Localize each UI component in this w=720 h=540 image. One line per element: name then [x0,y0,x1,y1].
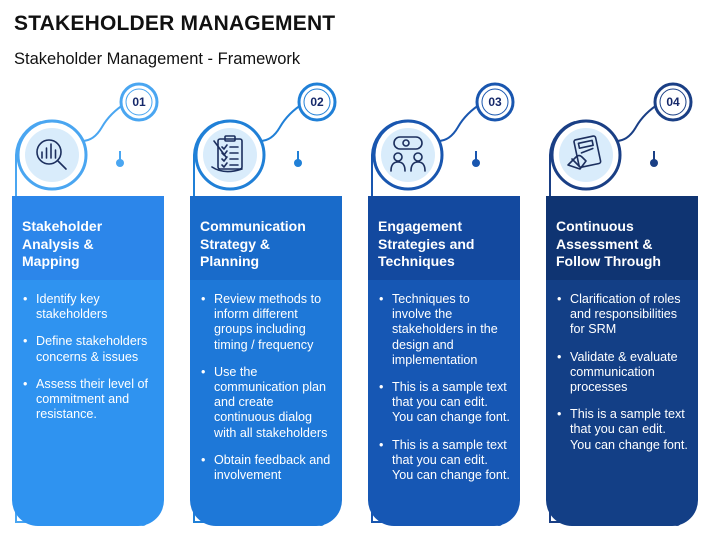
badge-inner-ring [659,88,687,116]
checklist-pen-icon [211,135,243,173]
icon-disc [381,128,435,182]
step-number: 01 [132,95,146,109]
connector-line [615,101,662,142]
icon-disc [25,128,79,182]
page-title: STAKEHOLDER MANAGEMENT [14,12,336,35]
badge-inner-ring [125,88,153,116]
framework-card: Communication Strategy & PlanningReview … [190,196,342,526]
page-subtitle: Stakeholder Management - Framework [14,50,301,68]
card-header: Stakeholder Analysis & Mapping [12,196,164,280]
icon-disc [203,128,257,182]
framework-card: Stakeholder Analysis & MappingIdentify k… [12,196,164,526]
icon-disc [559,128,613,182]
bullet-item: Obtain feedback and involvement [190,453,342,483]
bullet-item: This is a sample text that you can edit.… [368,380,520,426]
bullet-item: Validate & evaluate communication proces… [546,350,698,396]
framework-card: Engagement Strategies and TechniquesTech… [368,196,520,526]
bullet-item: Use the communication plan and create co… [190,365,342,441]
bullet-item: This is a sample text that you can edit.… [546,407,698,453]
bullet-item: This is a sample text that you can edit.… [368,438,520,484]
step-number: 04 [666,95,680,109]
card-header: Engagement Strategies and Techniques [368,196,520,280]
card-header: Continuous Assessment & Follow Through [546,196,698,280]
connector-line [259,101,306,142]
connector-line [437,101,484,142]
hand-document-icon [567,135,602,170]
card-bullet-list: Clarification of roles and responsibilit… [546,280,698,526]
card-title: Continuous Assessment & Follow Through [556,218,661,269]
card-bullet-list: Review methods to inform different group… [190,280,342,526]
step-number: 02 [310,95,324,109]
bullet-item: Review methods to inform different group… [190,292,342,353]
magnifier-chart-icon [36,139,67,170]
card-bullet-list: Techniques to involve the stakeholders i… [368,280,520,526]
badge-inner-ring [303,88,331,116]
bullet-item: Identify key stakeholders [12,292,164,322]
step-number: 03 [488,95,502,109]
framework-step-graphic [549,82,693,526]
badge-inner-ring [481,88,509,116]
framework-card: Continuous Assessment & Follow ThroughCl… [546,196,698,526]
team-discussion-icon [390,136,426,172]
bullet-item: Clarification of roles and responsibilit… [546,292,698,338]
bullet-item: Define stakeholders concerns & issues [12,334,164,364]
bullet-item: Techniques to involve the stakeholders i… [368,292,520,368]
card-header: Communication Strategy & Planning [190,196,342,280]
card-title: Communication Strategy & Planning [200,218,306,269]
card-title: Stakeholder Analysis & Mapping [22,218,103,269]
bullet-item: Assess their level of commitment and res… [12,377,164,423]
connector-line [81,101,128,142]
card-title: Engagement Strategies and Techniques [378,218,475,269]
card-bullet-list: Identify key stakeholdersDefine stakehol… [12,280,164,526]
